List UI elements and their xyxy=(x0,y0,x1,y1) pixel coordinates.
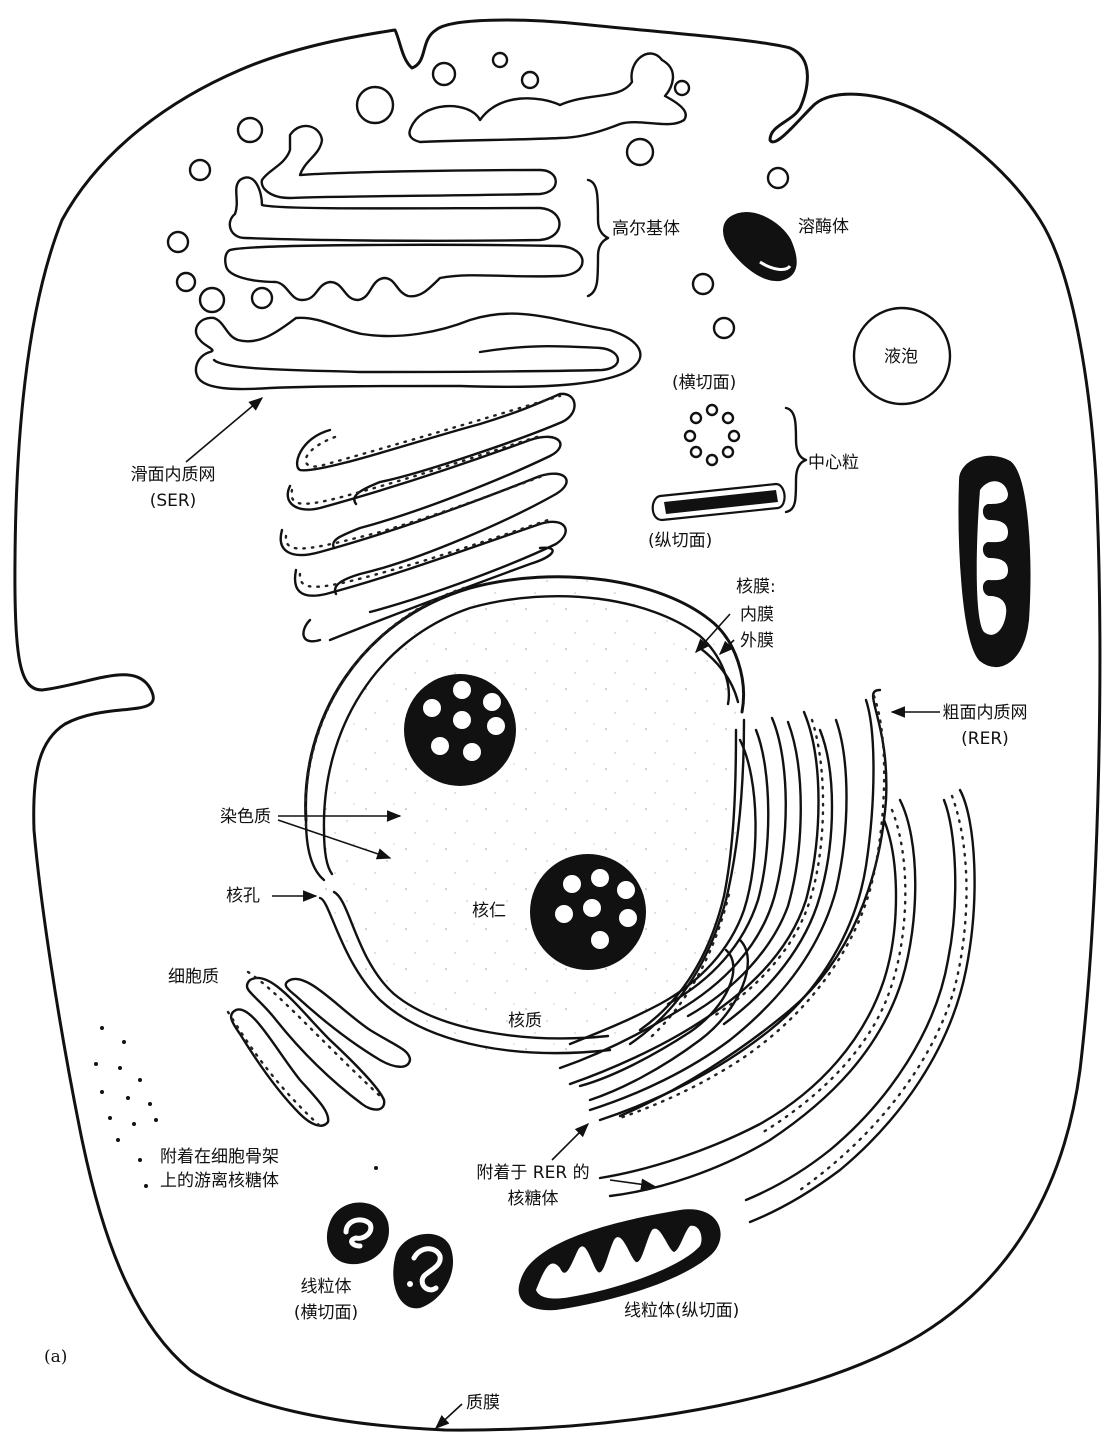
label-rer-line1: 粗面内质网 xyxy=(930,702,1040,724)
label-centriole-long: (纵切面) xyxy=(648,530,712,552)
centriole-longitudinal xyxy=(653,484,785,520)
nucleolus-bottom xyxy=(530,854,646,970)
label-chromatin: 染色质 xyxy=(220,806,271,828)
nucleolus-top xyxy=(404,674,516,786)
label-nuclear-envelope: 核膜: xyxy=(736,576,776,598)
label-free-ribosomes-line2: 上的游离核糖体 xyxy=(160,1170,279,1192)
label-nucleoplasm: 核质 xyxy=(508,1010,542,1032)
label-centriole: 中心粒 xyxy=(808,452,859,474)
centriole-bracket xyxy=(786,408,806,512)
mitochondrion-longitudinal xyxy=(519,1209,721,1310)
label-plasma-membrane: 质膜 xyxy=(466,1392,500,1414)
label-vacuole: 液泡 xyxy=(884,346,918,368)
label-cytoplasm: 细胞质 xyxy=(168,966,219,988)
label-ser-line1: 滑面内质网 xyxy=(118,464,228,486)
label-bound-ribosomes-line1: 附着于 RER 的 xyxy=(458,1162,608,1184)
arrow-bound-ribo-2 xyxy=(610,1180,654,1186)
label-nuclear-pore: 核孔 xyxy=(226,885,260,907)
mitochondrion-right xyxy=(960,457,1030,666)
label-mito-long: 线粒体(纵切面) xyxy=(624,1300,739,1322)
label-outer-membrane: 外膜 xyxy=(740,630,774,652)
mitochondrion-cross-1 xyxy=(327,1203,389,1265)
label-rer-line2: (RER) xyxy=(930,728,1040,750)
lysosome xyxy=(724,213,796,280)
label-panel: (a) xyxy=(44,1346,67,1368)
arrow-bound-ribo-1 xyxy=(552,1124,588,1160)
label-golgi: 高尔基体 xyxy=(612,218,680,240)
label-nucleolus: 核仁 xyxy=(472,900,506,922)
arrow-ser xyxy=(186,398,262,462)
centriole-cross-section xyxy=(685,405,739,465)
label-ser-line2: (SER) xyxy=(118,490,228,512)
golgi-apparatus xyxy=(168,53,788,389)
label-inner-membrane: 内膜 xyxy=(740,604,774,626)
label-bound-ribosomes-line2: 核糖体 xyxy=(458,1188,608,1210)
arrow-plasma-membrane xyxy=(436,1404,462,1428)
label-mito-cross-line2: (横切面) xyxy=(276,1302,376,1324)
mitochondrion-cross-2 xyxy=(393,1234,453,1309)
label-centriole-cross: (横切面) xyxy=(672,372,736,394)
golgi-bracket xyxy=(588,180,608,296)
ribosome-dots-top xyxy=(286,396,560,587)
label-free-ribosomes-line1: 附着在细胞骨架 xyxy=(160,1146,279,1168)
label-lysosome: 溶酶体 xyxy=(798,216,849,238)
label-mito-cross-line1: 线粒体 xyxy=(276,1276,376,1298)
